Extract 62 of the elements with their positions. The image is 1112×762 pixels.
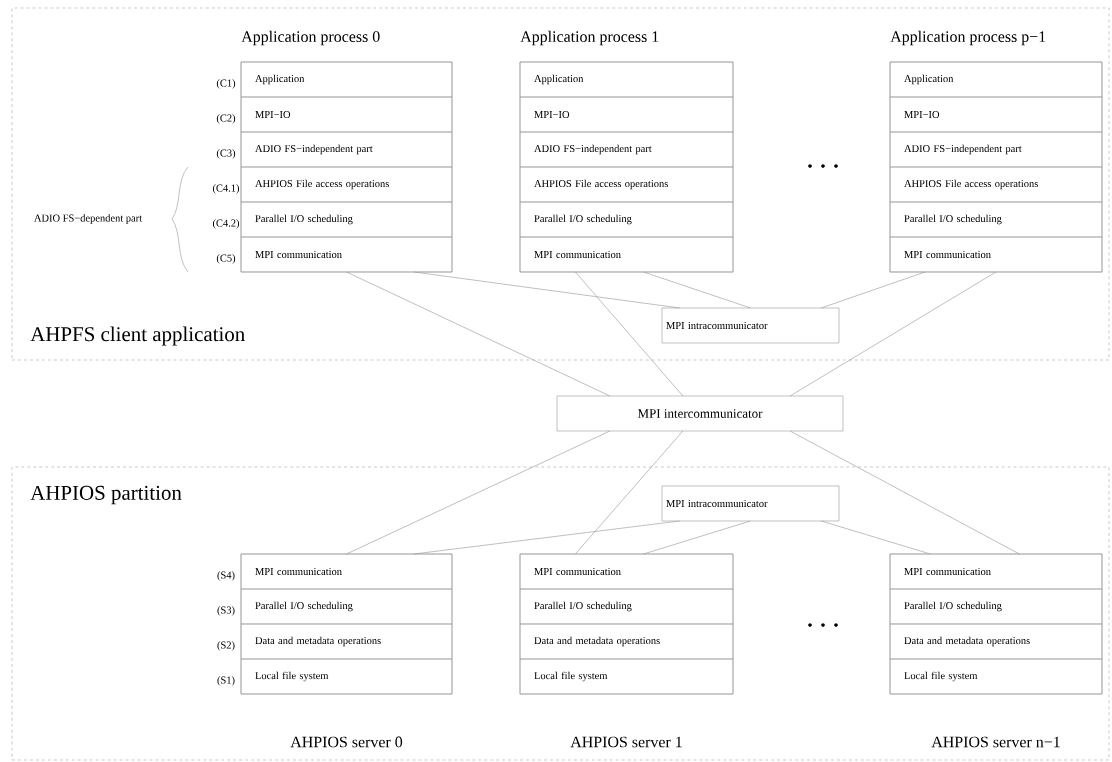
layer-box: ADIO FS−independent part xyxy=(519,131,734,168)
layer-box: MPI communication xyxy=(519,553,734,590)
layer-box: Parallel I/O scheduling xyxy=(889,588,1103,625)
connector-line xyxy=(575,430,684,555)
layer-label: (S2) xyxy=(217,641,235,651)
connector-line xyxy=(346,271,611,397)
layer-box: Parallel I/O scheduling xyxy=(519,588,734,625)
layer-box: Local file system xyxy=(240,658,453,695)
node-label: Application process 0 xyxy=(241,30,380,46)
layer-label: (C4.2) xyxy=(212,219,240,229)
layer-box: Parallel I/O scheduling xyxy=(889,201,1103,238)
layer-box: Application xyxy=(240,61,453,98)
layer-box: MPI communication xyxy=(519,236,734,273)
node-label: Application process 1 xyxy=(520,30,659,46)
layer-box: MPI communication xyxy=(240,236,453,273)
connector-line xyxy=(575,271,684,397)
connector-line xyxy=(789,430,1020,555)
layer-box: Parallel I/O scheduling xyxy=(240,588,453,625)
layer-box: ADIO FS−independent part xyxy=(240,131,453,168)
layer-label: (S4) xyxy=(217,571,235,581)
layer-box: Parallel I/O scheduling xyxy=(240,201,453,238)
connector-line xyxy=(346,430,611,555)
communicator-box: MPI intracommunicator xyxy=(661,485,840,522)
connector-line xyxy=(413,520,680,555)
layer-box: AHPIOS File access operations xyxy=(889,166,1103,203)
connector-line xyxy=(821,520,931,555)
layer-label: (C1) xyxy=(216,79,236,89)
node-label: AHPIOS server 0 xyxy=(290,736,403,748)
layer-box: Data and metadata operations xyxy=(519,623,734,660)
layer-label: (S1) xyxy=(217,676,235,686)
layer-box: ADIO FS−independent part xyxy=(889,131,1103,168)
connector-line xyxy=(789,271,997,397)
connector-line xyxy=(643,520,751,555)
layer-box: MPI communication xyxy=(889,236,1103,273)
layer-box: Application xyxy=(519,61,734,98)
layer-box: AHPIOS File access operations xyxy=(519,166,734,203)
layer-box: MPI−IO xyxy=(519,96,734,133)
layer-label: ADIO FS−dependent part xyxy=(34,214,143,224)
layer-box: Local file system xyxy=(519,658,734,695)
communicator-box: MPI intercommunicator xyxy=(556,395,844,432)
layer-label: (S3) xyxy=(217,606,235,616)
layer-box: MPI communication xyxy=(240,553,453,590)
node-label: AHPIOS server 1 xyxy=(570,736,682,748)
connector-line xyxy=(413,271,680,309)
node-label: AHPIOS server n−1 xyxy=(931,736,1060,748)
layer-box: AHPIOS File access operations xyxy=(240,166,453,203)
connector-line xyxy=(643,271,751,309)
node-label: Application process p−1 xyxy=(890,30,1046,46)
layer-box: MPI communication xyxy=(889,553,1103,590)
layer-label: (C3) xyxy=(216,149,236,159)
layer-box: Application xyxy=(889,61,1103,98)
layer-label: (C4.1) xyxy=(212,184,240,194)
communicator-box: MPI intracommunicator xyxy=(661,307,840,344)
layer-label: (C2) xyxy=(216,114,236,124)
layer-box: MPI−IO xyxy=(889,96,1103,133)
layer-box: Parallel I/O scheduling xyxy=(519,201,734,238)
layer-box: Data and metadata operations xyxy=(889,623,1103,660)
connector-line xyxy=(821,271,926,309)
layer-box: Local file system xyxy=(889,658,1103,695)
layer-box: MPI−IO xyxy=(240,96,453,133)
layer-label: (C5) xyxy=(216,254,236,264)
layer-box: Data and metadata operations xyxy=(240,623,453,660)
